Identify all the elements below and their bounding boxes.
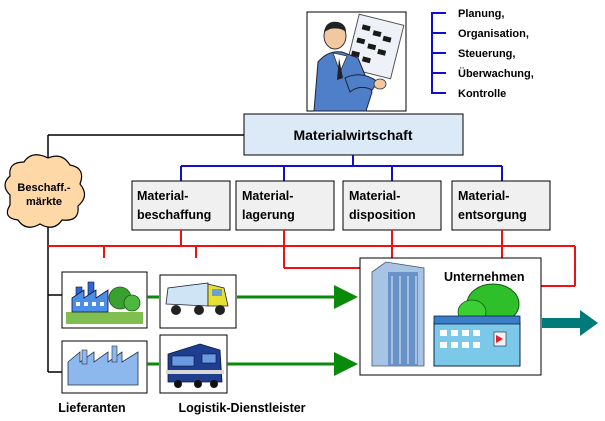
- svg-text:entsorgung: entsorgung: [458, 208, 527, 222]
- task-kontrolle: Kontrolle: [458, 88, 506, 100]
- svg-text:märkte: märkte: [26, 196, 62, 208]
- svg-text:Material-: Material-: [137, 189, 188, 203]
- function-box-entsorgung: Material- entsorgung: [451, 180, 551, 231]
- task-planung: Planung,: [458, 8, 504, 20]
- warehouse-icon: [61, 340, 148, 394]
- manager-icon: [306, 11, 407, 112]
- svg-text:disposition: disposition: [349, 208, 416, 222]
- function-box-beschaffung: Material- beschaffung: [131, 180, 231, 231]
- task-steuerung: Steuerung,: [458, 48, 515, 60]
- svg-text:lagerung: lagerung: [242, 208, 295, 222]
- market-connector: [47, 134, 244, 373]
- suppliers-label: Lieferanten: [58, 401, 125, 415]
- svg-text:Material-: Material-: [242, 189, 293, 203]
- task-organisation: Organisation,: [458, 28, 529, 40]
- logistics-label: Logistik-Dienstleister: [178, 401, 305, 415]
- svg-text:beschaffung: beschaffung: [137, 208, 211, 222]
- function-box-disposition: Material- disposition: [342, 180, 442, 231]
- svg-text:Material-: Material-: [349, 189, 400, 203]
- company-label: Unternehmen: [444, 270, 525, 284]
- train-icon: [159, 334, 228, 394]
- task-ueberwachung: Überwachung,: [458, 67, 534, 80]
- function-box-lagerung: Material- lagerung: [235, 180, 335, 231]
- function-connector: [180, 155, 503, 181]
- svg-text:Material-: Material-: [458, 189, 509, 203]
- task-bracket: [431, 12, 446, 94]
- company-buildings-icon: [371, 261, 521, 367]
- svg-text:Beschaff.-: Beschaff.-: [17, 182, 71, 194]
- flow-arrows: [147, 285, 358, 376]
- red-connectors: [48, 230, 576, 287]
- output-arrow: [542, 310, 598, 336]
- markets-cloud: Beschaff.- märkte: [4, 154, 86, 228]
- header-box: [243, 113, 464, 156]
- factory-icon: [61, 271, 148, 329]
- truck-icon: [159, 274, 237, 329]
- header-title: Materialwirtschaft: [293, 127, 412, 143]
